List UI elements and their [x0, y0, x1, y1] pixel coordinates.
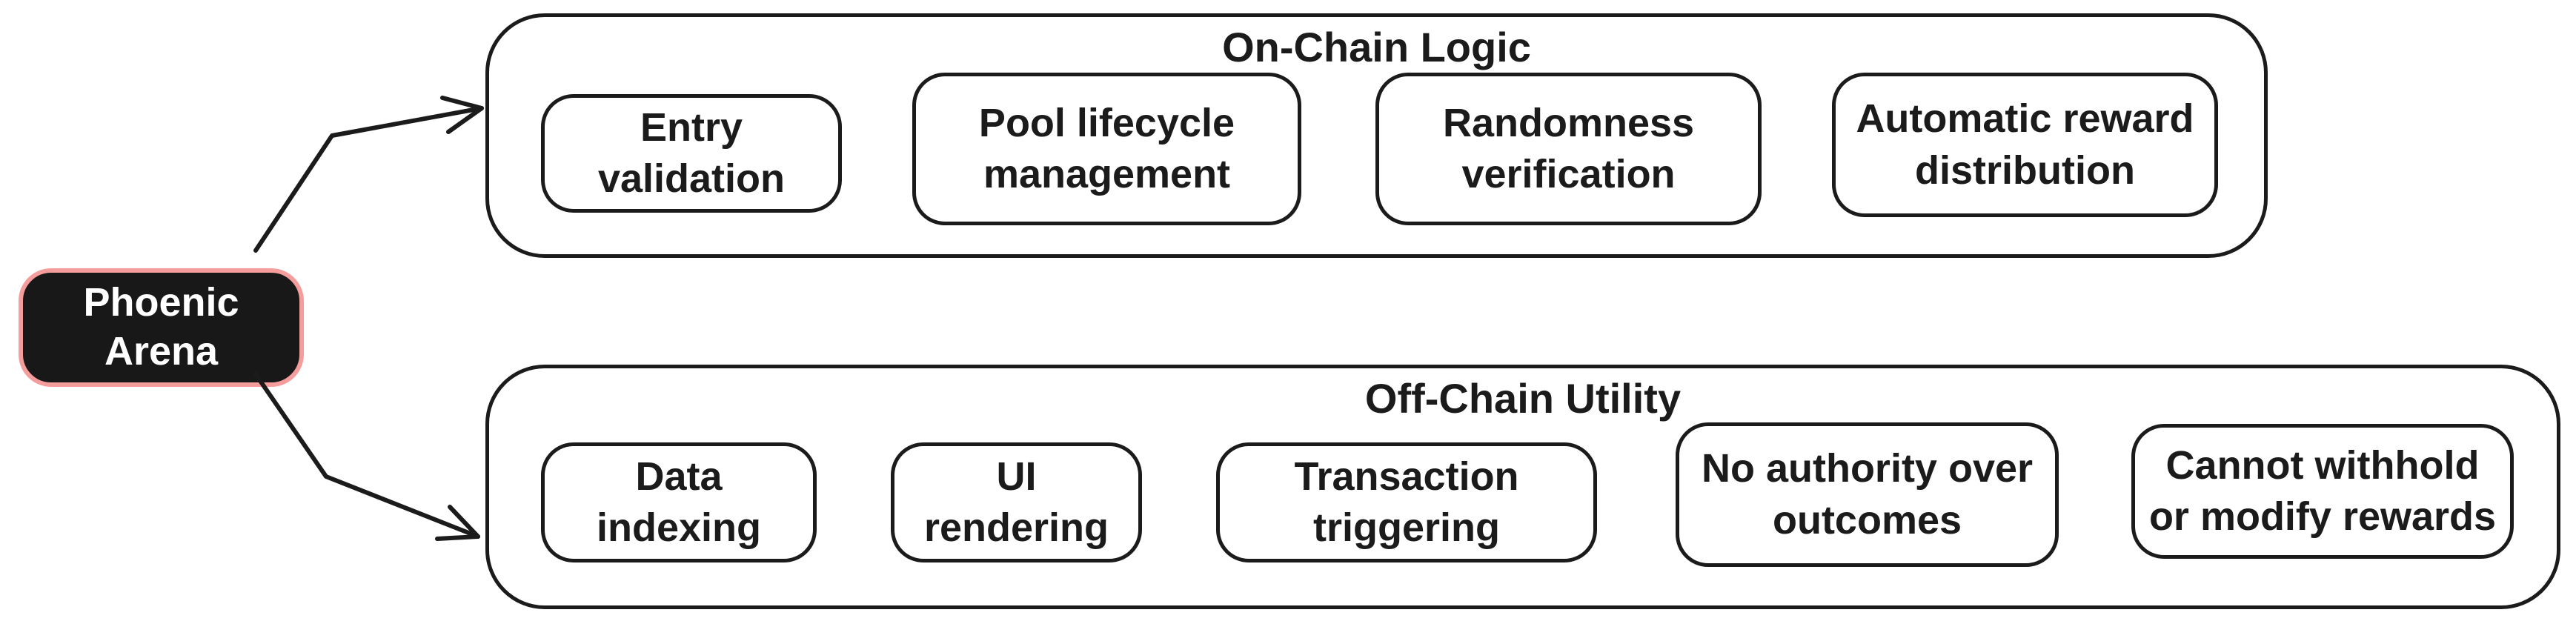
node-no-authority-over-outcomes: No authority over outcomes [1676, 422, 2059, 567]
node-cannot-withhold-or-modify-rewards: Cannot withhold or modify rewards [2131, 424, 2514, 559]
node-automatic-reward-distribution: Automatic reward distribution [1832, 73, 2218, 217]
node-entry-validation-label: Entry validation [597, 104, 786, 201]
node-pool-lifecycle-management: Pool lifecycle management [912, 73, 1301, 225]
node-data-indexing-label: Data indexing [596, 454, 761, 550]
node-cannot-withhold-or-modify-rewards-label: Cannot withhold or modify rewards [2148, 442, 2497, 539]
node-automatic-reward-distribution-label: Automatic reward distribution [1856, 96, 2194, 193]
node-ui-rendering: UI rendering [891, 442, 1142, 562]
node-randomness-verification: Randomness verification [1375, 73, 1762, 225]
node-entry-validation: Entry validation [541, 94, 842, 213]
group-on-chain-logic-title: On-Chain Logic [1222, 24, 1531, 70]
root-node-label: Phoenic Arena [83, 280, 239, 374]
node-data-indexing: Data indexing [541, 442, 817, 562]
node-ui-rendering-label: UI rendering [923, 454, 1109, 550]
node-randomness-verification-label: Randomness verification [1442, 100, 1695, 196]
group-off-chain-utility-title: Off-Chain Utility [1364, 375, 1682, 422]
root-node-phoenic-arena: Phoenic Arena [19, 268, 304, 387]
arrow-root-to-on-chain-logic [253, 96, 484, 253]
node-no-authority-over-outcomes-label: No authority over outcomes [1701, 446, 2034, 542]
arrow-root-to-off-chain-utility [253, 372, 480, 541]
node-pool-lifecycle-management-label: Pool lifecycle management [978, 100, 1235, 196]
node-transaction-triggering-label: Transaction triggering [1294, 454, 1519, 550]
node-transaction-triggering: Transaction triggering [1216, 442, 1597, 562]
group-off-chain-utility: Off-Chain Utility Data indexing UI rende… [485, 365, 2560, 609]
group-on-chain-logic: On-Chain Logic Entry validation Pool lif… [485, 13, 2268, 258]
